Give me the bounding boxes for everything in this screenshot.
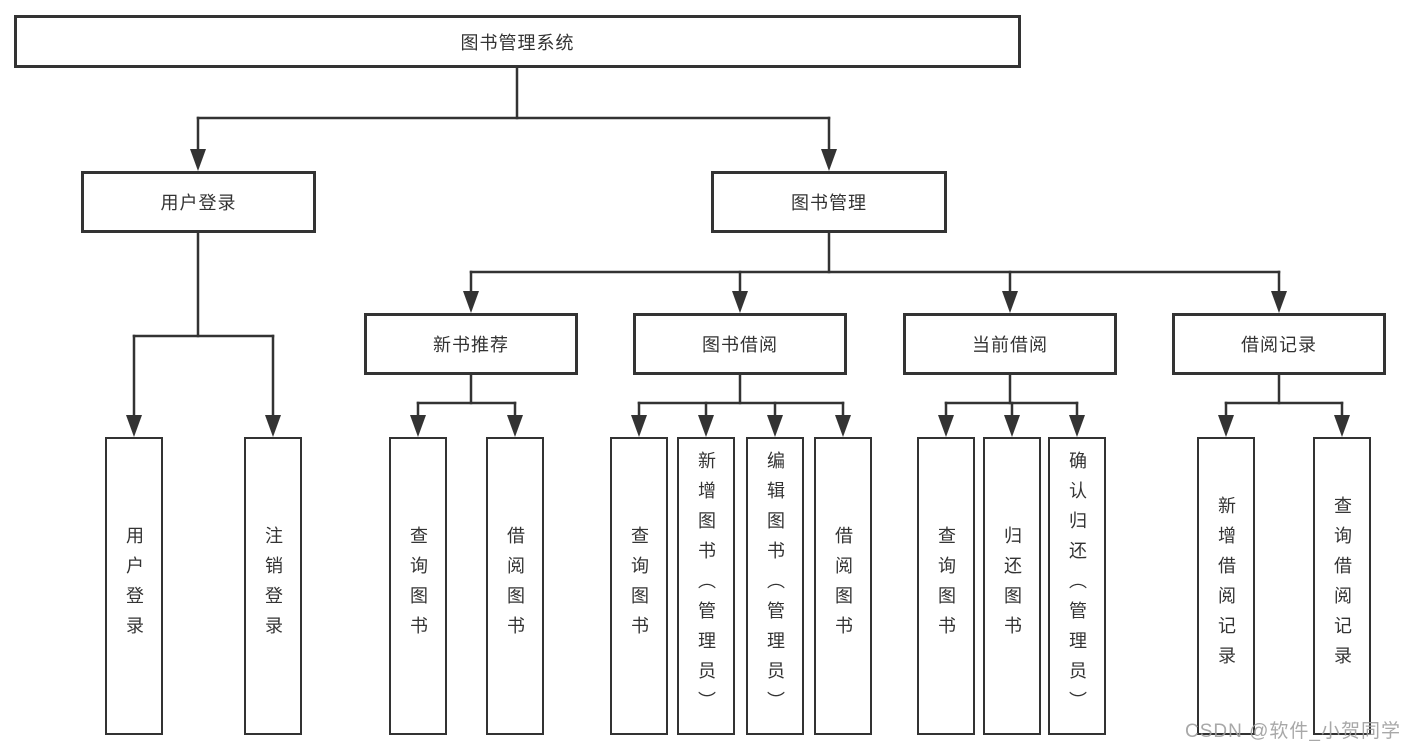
node-leaf-query-book-1: 查询图书 <box>389 437 447 735</box>
node-leaf-confirm-return-admin-label: 确认归还（管理员） <box>1067 451 1087 721</box>
arrow-book-management-head-icon <box>821 149 837 171</box>
arrow-leaf-logout <box>265 334 281 437</box>
node-leaf-add-book-admin-label: 新增图书（管理员） <box>696 451 716 721</box>
node-book-borrowing: 图书借阅 <box>633 313 847 375</box>
node-new-book-recommend-label: 新书推荐 <box>433 335 509 355</box>
node-leaf-user-login: 用户登录 <box>105 437 163 735</box>
arrow-book-borrowing-head-icon <box>732 291 748 313</box>
arrow-leaf-borrow-book-1 <box>507 401 523 437</box>
arrow-leaf-query-book-3-head-icon <box>938 415 954 437</box>
node-borrowing-records-label: 借阅记录 <box>1241 335 1317 355</box>
arrow-leaf-return-book <box>1004 401 1020 437</box>
node-current-borrowing: 当前借阅 <box>903 313 1117 375</box>
arrow-leaf-edit-book-admin-head-icon <box>767 415 783 437</box>
node-leaf-query-book-3-label: 查询图书 <box>936 526 956 646</box>
arrow-leaf-query-book-2 <box>631 401 647 437</box>
node-leaf-query-borrow-record: 查询借阅记录 <box>1313 437 1371 735</box>
node-library-system-label: 图书管理系统 <box>460 32 575 53</box>
node-leaf-return-book: 归还图书 <box>983 437 1041 735</box>
node-leaf-borrow-book-1-label: 借阅图书 <box>505 526 525 646</box>
node-book-management-label: 图书管理 <box>791 193 867 213</box>
node-book-management: 图书管理 <box>711 171 947 233</box>
node-leaf-borrow-book-1: 借阅图书 <box>486 437 544 735</box>
node-leaf-add-book-admin: 新增图书（管理员） <box>677 437 735 735</box>
arrow-leaf-borrow-book-2-head-icon <box>835 415 851 437</box>
arrow-leaf-borrow-book-2 <box>835 401 851 437</box>
arrow-leaf-logout-head-icon <box>265 415 281 437</box>
arrow-leaf-query-book-2-head-icon <box>631 415 647 437</box>
node-book-borrowing-label: 图书借阅 <box>702 335 778 355</box>
node-leaf-user-login-label: 用户登录 <box>124 526 144 646</box>
arrow-leaf-user-login-head-icon <box>126 415 142 437</box>
node-leaf-confirm-return-admin: 确认归还（管理员） <box>1048 437 1106 735</box>
arrow-leaf-add-borrow-record <box>1218 401 1234 437</box>
node-user-login: 用户登录 <box>81 171 316 233</box>
node-leaf-add-borrow-record: 新增借阅记录 <box>1197 437 1255 735</box>
arrow-current-borrowing-head-icon <box>1002 291 1018 313</box>
arrow-current-borrowing <box>1002 270 1018 313</box>
arrow-book-borrowing <box>732 270 748 313</box>
arrow-leaf-query-book-1-head-icon <box>410 415 426 437</box>
node-leaf-query-book-1-label: 查询图书 <box>408 526 428 646</box>
arrow-leaf-query-borrow-record-head-icon <box>1334 415 1350 437</box>
arrow-leaf-borrow-book-1-head-icon <box>507 415 523 437</box>
node-leaf-add-borrow-record-label: 新增借阅记录 <box>1216 496 1236 676</box>
arrow-leaf-query-book-3 <box>938 401 954 437</box>
node-leaf-borrow-book-2-label: 借阅图书 <box>833 526 853 646</box>
node-leaf-logout: 注销登录 <box>244 437 302 735</box>
arrow-leaf-user-login <box>126 334 142 437</box>
arrow-borrowing-records-head-icon <box>1271 291 1287 313</box>
node-leaf-edit-book-admin: 编辑图书（管理员） <box>746 437 804 735</box>
node-user-login-label: 用户登录 <box>160 193 237 213</box>
arrow-new-book-recommend <box>463 270 479 313</box>
arrow-leaf-edit-book-admin <box>767 401 783 437</box>
node-library-system: 图书管理系统 <box>14 15 1021 68</box>
node-leaf-edit-book-admin-label: 编辑图书（管理员） <box>765 451 785 721</box>
node-leaf-return-book-label: 归还图书 <box>1002 526 1022 646</box>
node-borrowing-records: 借阅记录 <box>1172 313 1386 375</box>
arrow-leaf-confirm-return-admin-head-icon <box>1069 415 1085 437</box>
node-leaf-borrow-book-2: 借阅图书 <box>814 437 872 735</box>
arrow-leaf-add-borrow-record-head-icon <box>1218 415 1234 437</box>
arrow-book-management <box>821 116 837 171</box>
node-leaf-query-book-2: 查询图书 <box>610 437 668 735</box>
node-leaf-logout-label: 注销登录 <box>263 526 283 646</box>
arrow-leaf-query-borrow-record <box>1334 401 1350 437</box>
node-leaf-query-book-2-label: 查询图书 <box>629 526 649 646</box>
node-new-book-recommend: 新书推荐 <box>364 313 578 375</box>
arrow-leaf-add-book-admin-head-icon <box>698 415 714 437</box>
arrow-leaf-return-book-head-icon <box>1004 415 1020 437</box>
arrow-leaf-confirm-return-admin <box>1069 401 1085 437</box>
arrow-borrowing-records <box>1271 270 1287 313</box>
arrow-leaf-add-book-admin <box>698 401 714 437</box>
node-leaf-query-borrow-record-label: 查询借阅记录 <box>1332 496 1352 676</box>
arrow-user-login <box>190 116 206 171</box>
node-leaf-query-book-3: 查询图书 <box>917 437 975 735</box>
arrow-new-book-recommend-head-icon <box>463 291 479 313</box>
csdn-watermark: CSDN @软件_小贺同学 <box>1185 721 1401 742</box>
arrow-user-login-head-icon <box>190 149 206 171</box>
arrow-leaf-query-book-1 <box>410 401 426 437</box>
node-current-borrowing-label: 当前借阅 <box>972 335 1048 355</box>
